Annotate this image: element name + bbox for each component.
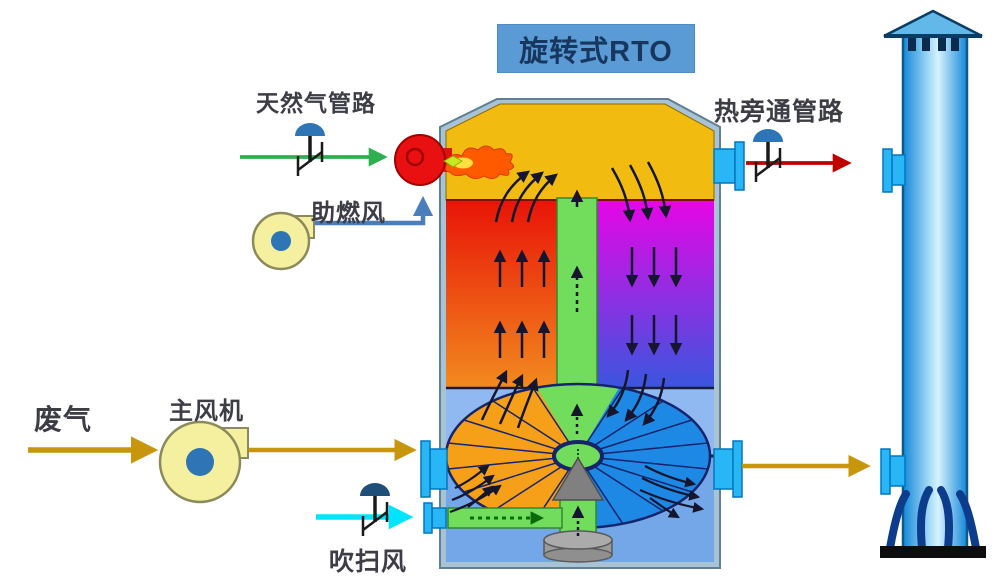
plenum-outlet-arrows — [639, 465, 705, 519]
diagram-title: 旋转式RTO — [497, 24, 695, 73]
label-purge-air: 吹扫风 — [329, 548, 408, 576]
drive-motor-base — [543, 530, 613, 563]
stack-cap-rim — [884, 34, 982, 38]
cold-bed-to-wheel-arrows — [606, 369, 666, 426]
label-waste-gas: 废气 — [34, 404, 93, 435]
stack-vent-band — [908, 38, 959, 51]
combustion-fan-icon — [251, 211, 315, 271]
cold-regenerator-bed — [597, 200, 714, 388]
stack-lower-nozzle — [880, 448, 906, 495]
vessel-outlet-flange — [713, 440, 743, 498]
plenum-inlet-arrows — [449, 464, 502, 514]
wheel-outlet-half — [446, 384, 578, 528]
wheel-purge-sector — [537, 384, 619, 456]
flame-icon — [443, 145, 514, 180]
combustion-air-arrow — [305, 195, 434, 226]
hot-bed-to-chamber-arrows — [494, 170, 558, 223]
stack-rain-cap-icon — [883, 9, 983, 38]
vessel-purge-nozzle — [423, 502, 447, 534]
label-natural-gas-line: 天然气管路 — [256, 90, 376, 116]
stack-support-legs — [886, 486, 980, 552]
label-main-fan: 主风机 — [169, 398, 244, 425]
vessel-inlet-flange — [420, 440, 448, 498]
chamber-to-cold-bed-arrows — [610, 161, 672, 223]
exhaust-stack — [880, 9, 986, 558]
label-hot-bypass-line: 热旁通管路 — [714, 98, 845, 126]
hot-regenerator-bed — [446, 200, 557, 388]
distributor-cone — [551, 456, 605, 501]
stack-body — [901, 32, 969, 555]
label-combustion-air: 助燃风 — [311, 200, 386, 227]
stack-upper-nozzle — [882, 148, 906, 193]
cold-bed-down-arrows — [625, 247, 683, 356]
main-fan-icon — [158, 420, 249, 504]
rto-vessel — [394, 98, 745, 569]
diagram-title-text: 旋转式RTO — [519, 35, 673, 68]
stack-base-plate — [880, 546, 986, 558]
hot-bypass-valve-icon — [753, 129, 783, 182]
vessel-bypass-nozzle — [713, 141, 745, 191]
wheel-to-hot-bed-arrows — [480, 369, 539, 429]
natural-gas-valve-icon — [295, 123, 325, 176]
purge-air-valve-icon — [360, 483, 390, 536]
burner — [394, 134, 452, 186]
hot-bed-up-arrows — [493, 249, 551, 358]
